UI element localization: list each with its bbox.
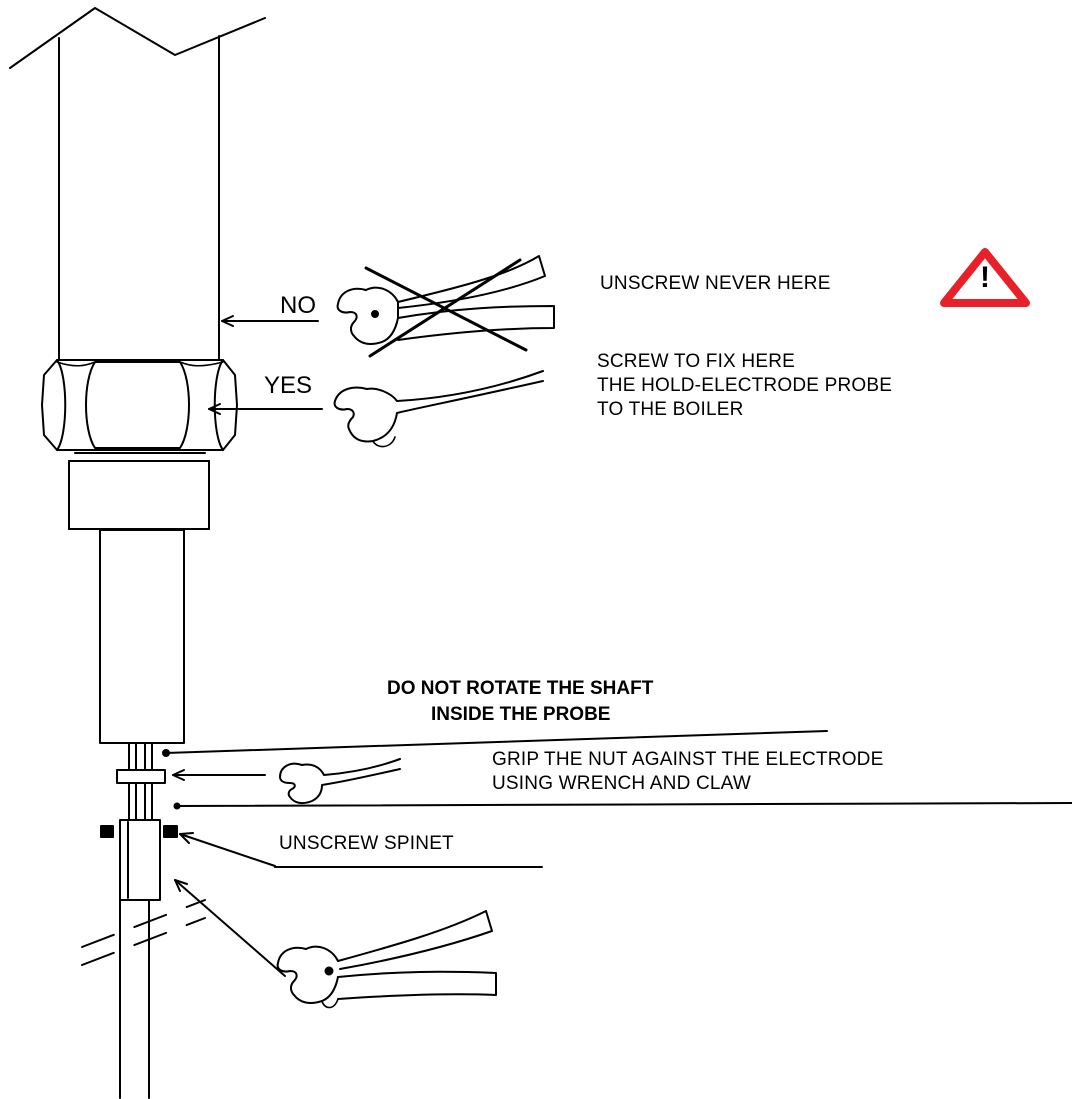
- grip-line-2: USING WRENCH AND CLAW: [492, 773, 751, 794]
- arrow-yes: [208, 403, 323, 415]
- thread-section: [68, 452, 210, 530]
- electrode-rod: [81, 899, 206, 1099]
- arrow-spinet-lower: [174, 879, 286, 977]
- probe-tube: [9, 7, 266, 361]
- warning-triangle-icon: [940, 248, 1030, 307]
- label-yes: YES: [264, 372, 313, 399]
- wrench-yes: [333, 370, 544, 448]
- arrow-no: [221, 315, 319, 327]
- grip-line-1: GRIP THE NUT AGAINST THE ELECTRODE: [492, 749, 884, 770]
- wrench-no: [336, 255, 555, 358]
- label-do-not-rotate: DO NOT ROTATE THE SHAFT INSIDE THE PROBE: [387, 676, 653, 728]
- warning-symbol: !: [980, 261, 990, 294]
- leader-lines: [162, 730, 1072, 868]
- do-not-rotate-line-1: DO NOT ROTATE THE SHAFT: [387, 678, 654, 699]
- wrench-nut: [279, 758, 401, 805]
- electrode-shaft: [116, 742, 166, 821]
- label-unscrew-never: UNSCREW NEVER HERE: [600, 273, 831, 294]
- screw-fix-line-3: TO THE BOILER: [597, 399, 744, 420]
- spinet: [100, 819, 178, 901]
- label-screw-to-fix: SCREW TO FIX HERE THE HOLD-ELECTRODE PRO…: [597, 350, 892, 422]
- label-grip-nut: GRIP THE NUT AGAINST THE ELECTRODE USING…: [492, 748, 883, 796]
- arrow-nut: [172, 769, 266, 781]
- probe-lower-body: [99, 529, 185, 744]
- label-unscrew-spinet: UNSCREW SPINET: [279, 833, 454, 854]
- arrow-spinet: [179, 832, 276, 867]
- do-not-rotate-line-2: INSIDE THE PROBE: [431, 704, 611, 725]
- screw-fix-line-1: SCREW TO FIX HERE: [597, 351, 796, 372]
- screw-fix-line-2: THE HOLD-ELECTRODE PROBE: [597, 375, 893, 396]
- label-no: NO: [280, 292, 316, 319]
- wrench-claw: [276, 910, 497, 1009]
- hex-nut: [41, 359, 238, 451]
